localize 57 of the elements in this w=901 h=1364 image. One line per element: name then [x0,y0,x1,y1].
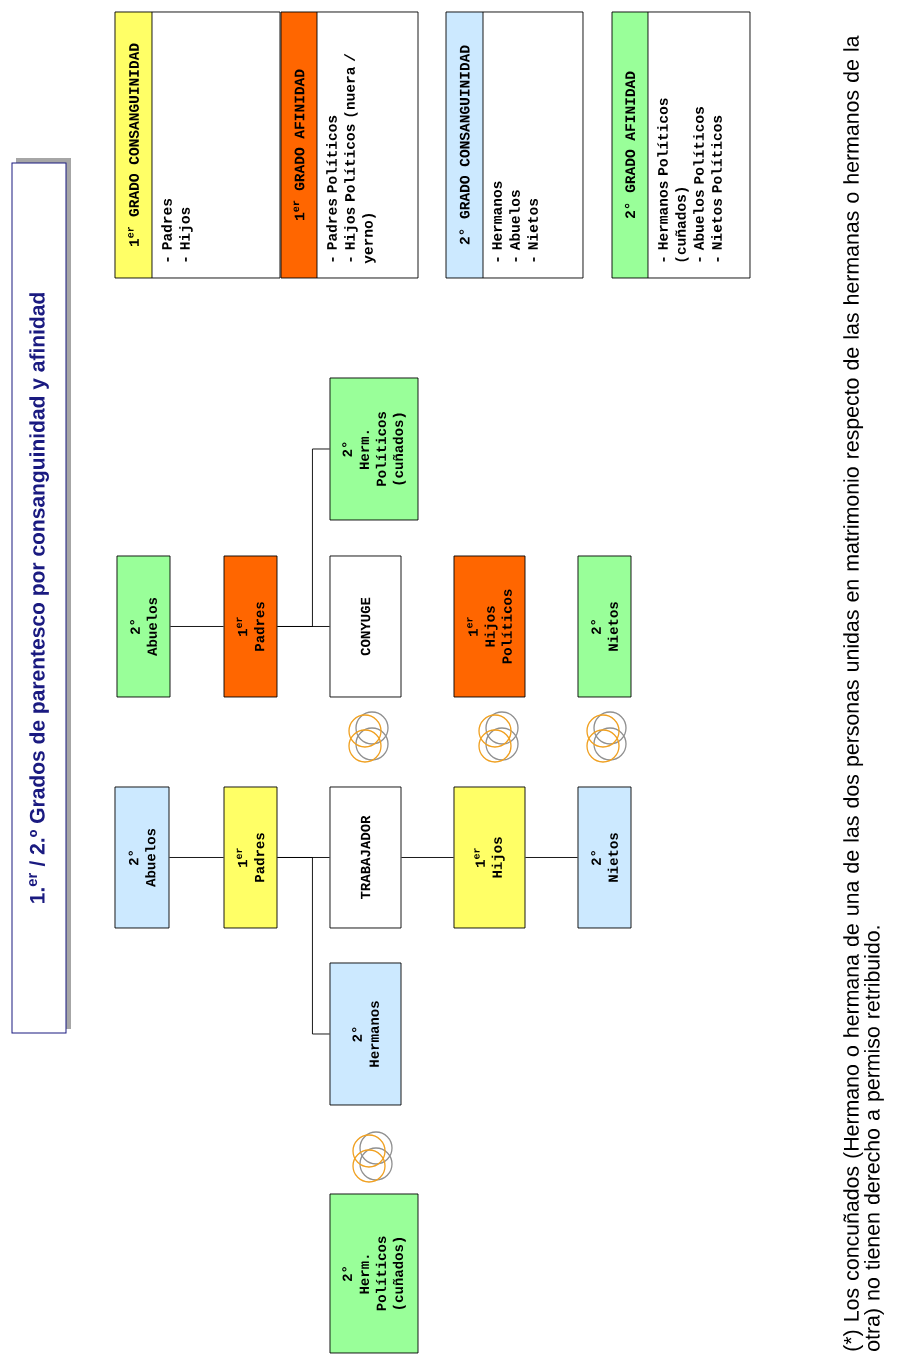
key-list: - Padres - Hijos [161,198,193,262]
relative-box [329,555,402,698]
relative-box [577,786,632,929]
relative-box [223,786,278,929]
relative-box [453,786,526,929]
relative-box [116,555,171,698]
relative-label: CONYUGE [360,597,371,656]
relative-label: Nietos [607,602,618,651]
degree-label: 2° [130,620,140,635]
key-heading: 1$^{er}$ GRADO AFINIDAD [293,69,305,220]
key-list: - Hermanos Políticos (cuñados) - Abuelos Políticos - Nietos Políticos [657,98,722,262]
degree-label: 2° [591,851,601,866]
degree-label: 2° [591,620,601,635]
degree-label: 1$^{er}$ [236,848,248,867]
degree-label: 2° [352,1027,362,1042]
relative-label: Abuelos [145,828,156,887]
relative-label: Hijos [491,837,505,878]
connector-line [525,857,578,858]
degree-label: 2° [342,1267,352,1282]
footnote: (*) Los concuñados (Hermano o hermana de una de las dos personas unidas en matrimonio respecto de las hermanas o hermanos de la otra) no tienen derecho a permiso retribuido. [843,35,884,1351]
relative-label: Hermanos [369,1001,379,1067]
relative-box [329,377,419,521]
degree-label: 1$^{er}$ [236,617,248,636]
key-box [445,11,584,279]
connector-line [170,626,224,627]
connector-line [169,857,224,858]
title-banner: 1.$^{er}$ / 2.º Grados de parentesco por consanguinidad y afinidad [11,158,71,1034]
relative-label: Herm. Políticos (cuñados) [359,1236,406,1311]
relative-box [577,555,632,698]
relative-box [114,786,170,929]
degree-label: 2° [342,442,352,457]
connector-line [401,857,454,858]
key-box [611,11,751,279]
relative-label: Abuelos [146,597,157,656]
relative-label: TRABAJADOR [360,815,371,900]
key-heading: 1$^{er}$ GRADO CONSANGUINIDAD [128,43,139,247]
key-box [114,11,281,279]
relative-label: Padres [254,833,265,882]
key-box [280,11,419,279]
key-list: - Hermanos - Abuelos - Nietos [492,181,538,262]
connector-line [277,857,330,1035]
degree-label: 2° [128,851,139,866]
key-heading: 2° GRADO CONSANGUINIDAD [459,45,470,245]
key-heading: 2° GRADO AFINIDAD [624,71,636,219]
relative-label: Padres [254,602,265,651]
relative-box [329,786,402,929]
key-list: - Padres Políticos - Hijos Políticos (nuera / yerno) [326,53,376,264]
relative-box [329,1193,419,1354]
relative-label: Hijos Políticos [484,589,512,664]
relative-label: Herm. Políticos (cuñados) [359,412,406,486]
relative-label: Nietos [607,833,618,882]
relative-box [329,962,402,1106]
relative-box [223,555,278,698]
degree-label: 1$^{er}$ [474,848,485,867]
relative-box [453,555,526,698]
connector-line [277,448,330,627]
degree-label: 1$^{er}$ [467,617,478,636]
